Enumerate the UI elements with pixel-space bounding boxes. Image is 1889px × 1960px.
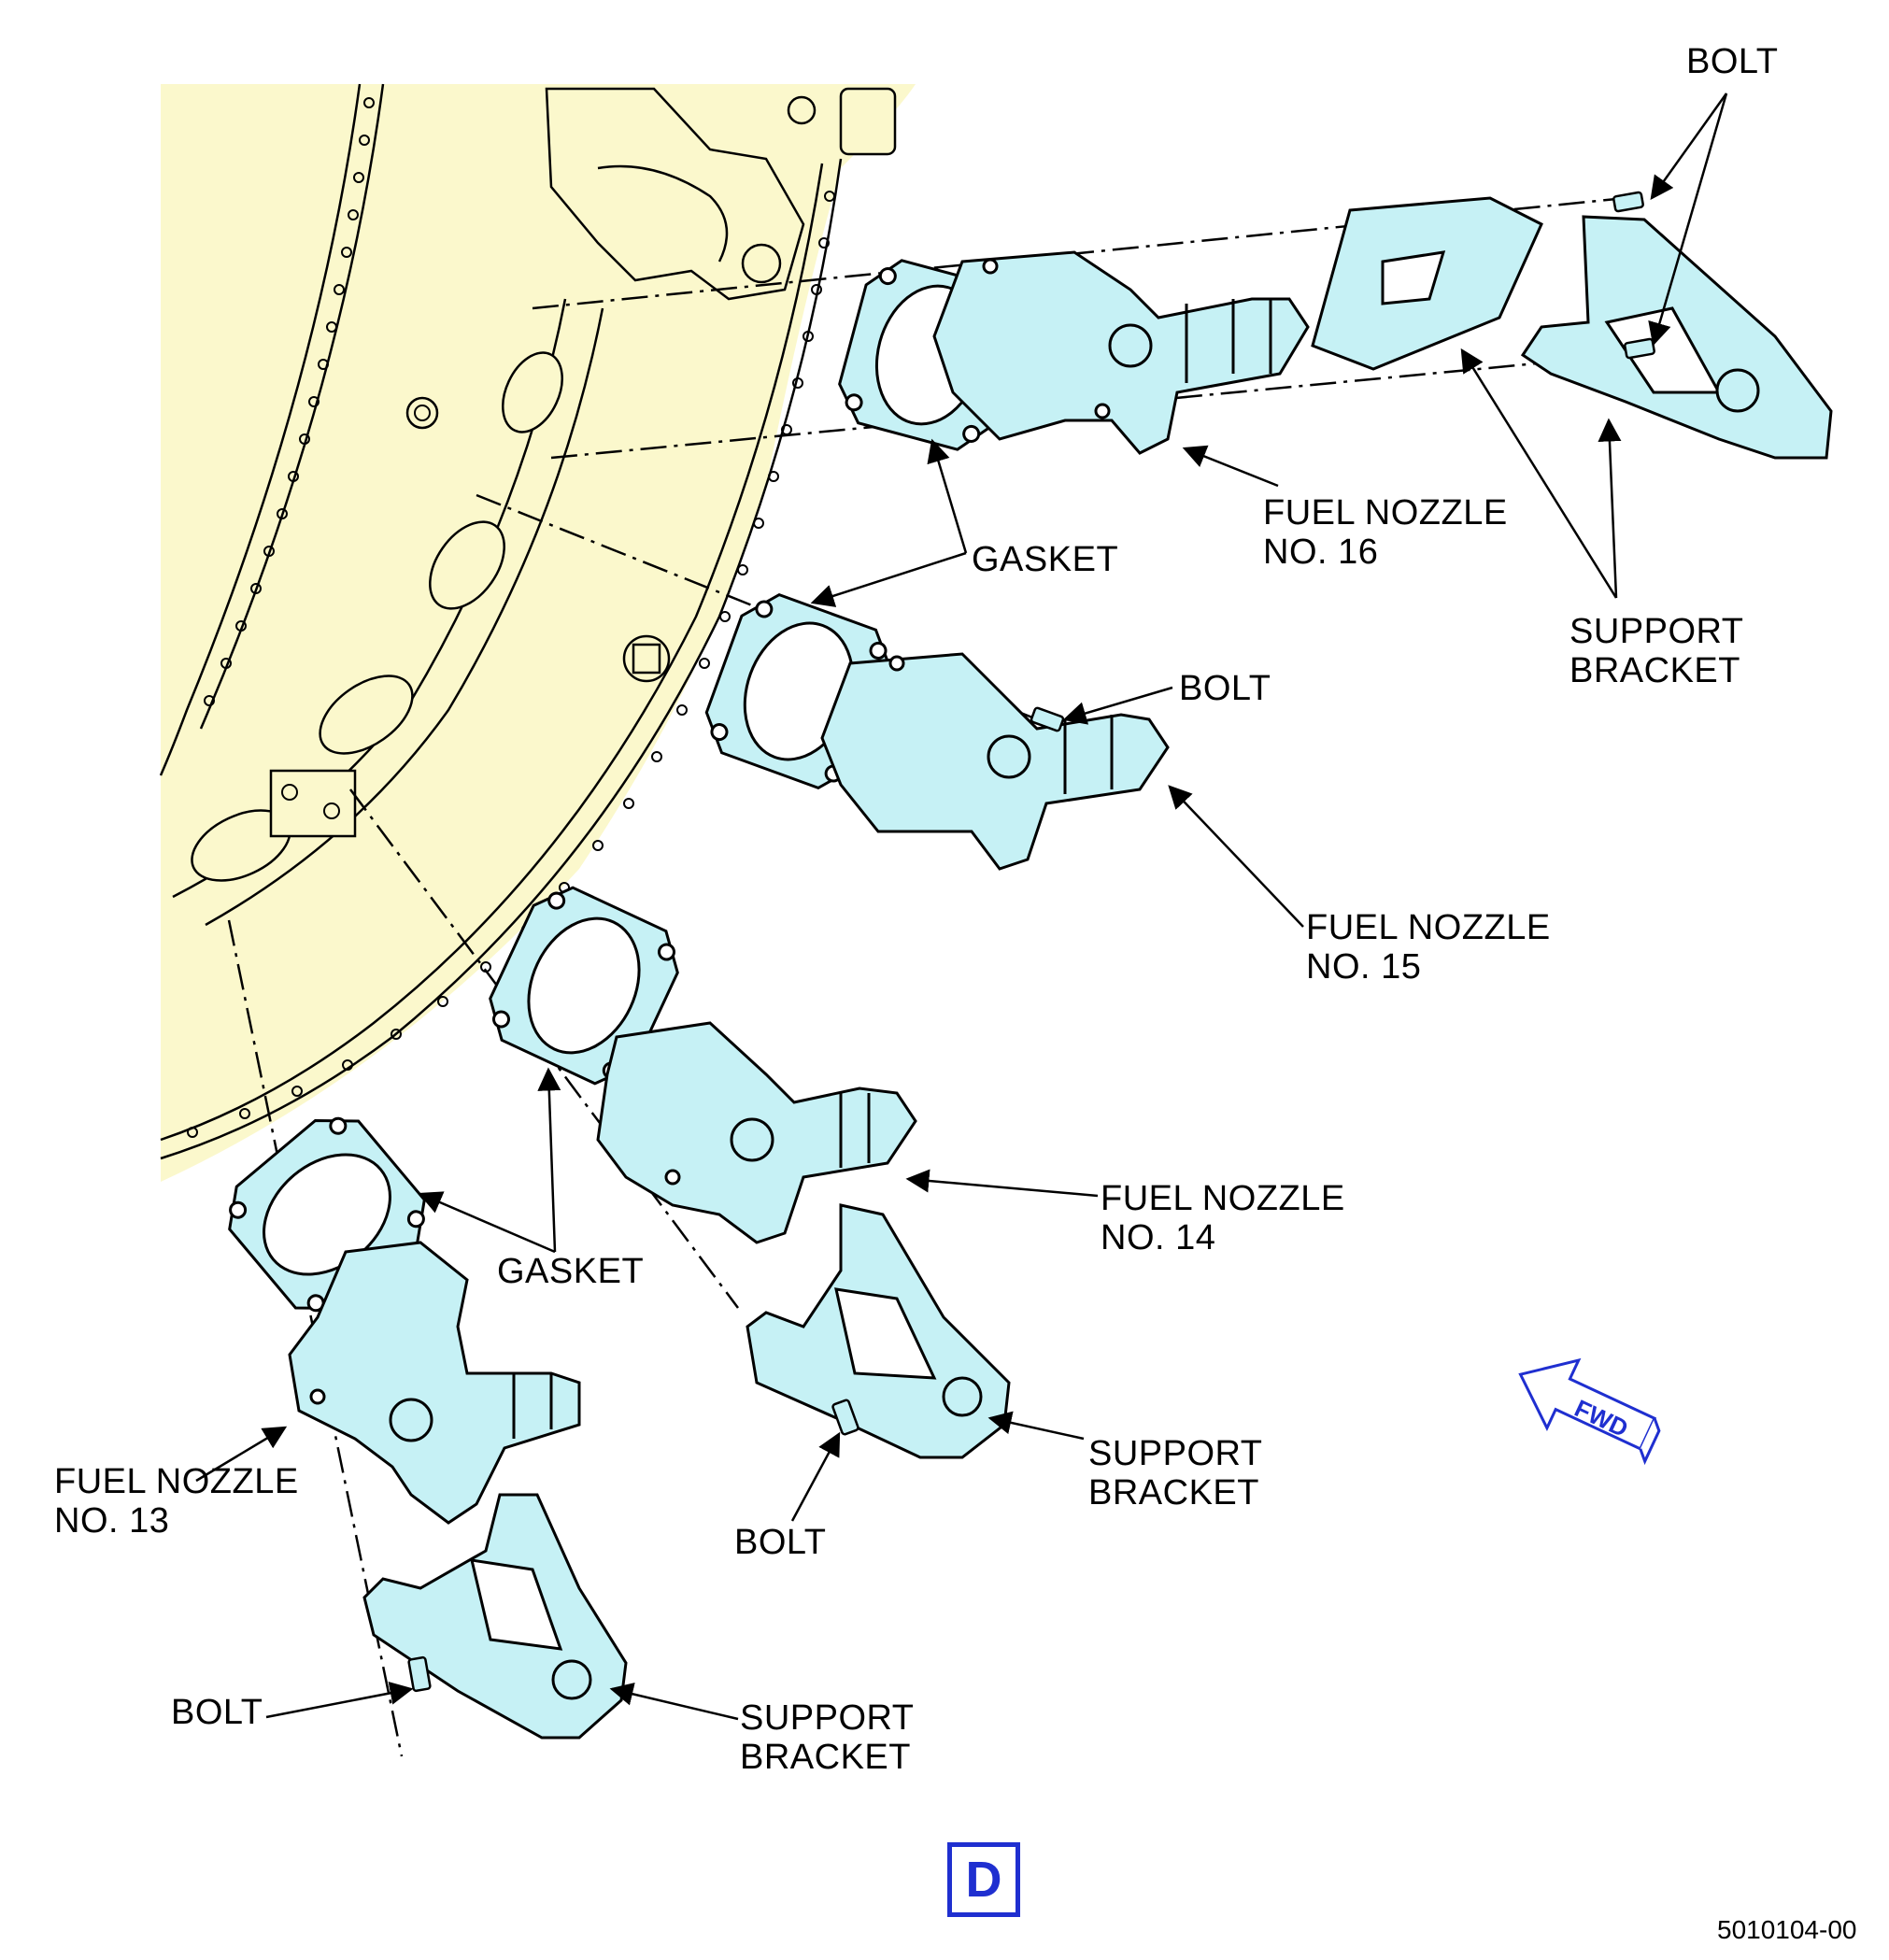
support-bracket-top	[1520, 215, 1833, 460]
label-line: SUPPORT	[1088, 1434, 1263, 1473]
support-bracket-parts	[362, 196, 1833, 1740]
label-line: SUPPORT	[740, 1698, 915, 1738]
label-line: BRACKET	[1569, 651, 1740, 690]
fuel-nozzle-13	[288, 1241, 581, 1525]
bolt-parts	[407, 191, 1655, 1693]
bolt-top-2	[1624, 337, 1655, 360]
label-line: NO. 16	[1263, 533, 1379, 572]
bolt-top-1	[1612, 191, 1644, 213]
fuel-nozzle-15	[820, 652, 1170, 871]
support-bracket-top-plate	[1311, 196, 1543, 371]
label-line: FUEL NOZZLE	[1101, 1179, 1345, 1218]
label-gasket-lower: GASKET	[497, 1252, 645, 1291]
label-line: NO. 15	[1306, 947, 1422, 987]
fwd-arrow-icon	[1518, 1357, 1661, 1466]
gasket-14	[489, 886, 679, 1086]
combustion-case	[159, 83, 916, 1182]
label-line: NO. 13	[54, 1501, 170, 1541]
fuel-nozzle-14	[596, 1021, 917, 1244]
label-line: BRACKET	[740, 1738, 911, 1777]
label-support-bracket-bottom: SUPPORT BRACKET	[740, 1698, 915, 1777]
label-gasket-upper: GASKET	[972, 540, 1119, 579]
support-bracket-mid	[746, 1203, 1011, 1459]
label-bolt-top: BOLT	[1686, 42, 1779, 81]
label-bolt-lower: BOLT	[734, 1523, 827, 1562]
bolt-mid	[1030, 706, 1065, 732]
label-line: FUEL NOZZLE	[1306, 908, 1551, 947]
bolt-bottom	[407, 1655, 432, 1693]
label-fuel-nozzle-14: FUEL NOZZLE NO. 14	[1101, 1179, 1345, 1257]
label-support-bracket-top: SUPPORT BRACKET	[1569, 612, 1744, 690]
label-line: NO. 14	[1101, 1218, 1216, 1257]
label-line: FUEL NOZZLE	[1263, 493, 1508, 533]
support-bracket-bottom	[362, 1493, 628, 1740]
figure-number: 5010104-00	[1717, 1915, 1857, 1944]
bolt-lower	[831, 1399, 859, 1436]
label-support-bracket-mid: SUPPORT BRACKET	[1088, 1434, 1263, 1513]
label-line: SUPPORT	[1569, 612, 1744, 651]
label-fuel-nozzle-13: FUEL NOZZLE NO. 13	[54, 1462, 299, 1541]
label-fuel-nozzle-16: FUEL NOZZLE NO. 16	[1263, 493, 1508, 572]
label-fuel-nozzle-15: FUEL NOZZLE NO. 15	[1306, 908, 1551, 987]
label-bolt-mid: BOLT	[1179, 669, 1271, 708]
leader-lines	[195, 92, 1728, 1721]
label-line: FUEL NOZZLE	[54, 1462, 299, 1501]
label-line: BRACKET	[1088, 1473, 1259, 1513]
fuel-nozzle-parts	[288, 250, 1310, 1525]
fuel-nozzle-16	[932, 250, 1310, 455]
label-bolt-bottom: BOLT	[171, 1693, 263, 1732]
view-indicator: D	[947, 1842, 1020, 1917]
